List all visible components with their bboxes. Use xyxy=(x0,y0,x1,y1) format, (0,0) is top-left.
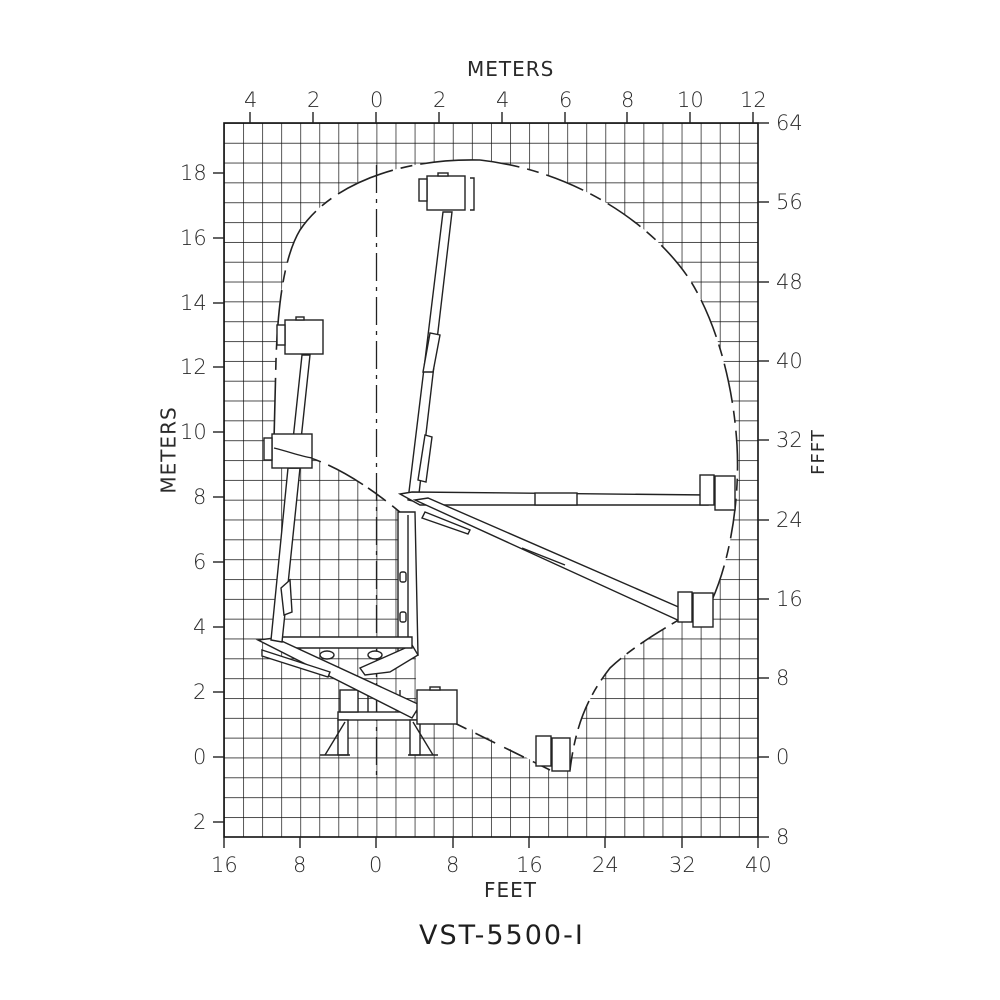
bottom-tick-label: 0 xyxy=(369,853,383,877)
top-tick-label: 4 xyxy=(244,88,258,112)
bottom-axis-title: FEET xyxy=(484,878,537,902)
right-tick-label: 56 xyxy=(776,190,803,214)
left-tick-label: 16 xyxy=(180,226,207,250)
model-title: VST-5500-I xyxy=(419,920,585,951)
left-tick-label: 0 xyxy=(193,745,207,769)
rear-bucket-high xyxy=(276,316,324,355)
bottom-tick-label: 8 xyxy=(293,853,307,877)
bottom-tick-label: 24 xyxy=(592,853,619,877)
right-tick-label: 24 xyxy=(776,508,803,532)
right-tick-label: 40 xyxy=(776,349,803,373)
upper-boom-horizontal xyxy=(397,491,709,506)
left-tick-label: 6 xyxy=(193,550,207,574)
rear-bucket-mid xyxy=(263,433,313,469)
bottom-tick-label: 32 xyxy=(669,853,696,877)
top-tick-label: 4 xyxy=(496,88,510,112)
right-tick-label: 16 xyxy=(776,587,803,611)
stowed-bucket xyxy=(416,686,458,725)
upper-boom-vertical xyxy=(407,211,453,503)
bottom-tick-label: 8 xyxy=(446,853,460,877)
bottom-tick-label: 16 xyxy=(211,853,238,877)
bottom-tick-label: 16 xyxy=(516,853,543,877)
top-tick-label: 12 xyxy=(740,88,767,112)
left-tick-label: 14 xyxy=(180,291,207,315)
left-tick-label: 10 xyxy=(180,420,207,444)
top-axis-title: METERS xyxy=(467,57,555,81)
top-tick-label: 6 xyxy=(559,88,573,112)
left-tick-label: 4 xyxy=(193,615,207,639)
turret xyxy=(279,511,419,676)
left-tick-label: 18 xyxy=(180,161,207,185)
right-tick-label: 8 xyxy=(776,666,790,690)
below-grade-bucket xyxy=(535,735,571,772)
right-axis-title: FFFT xyxy=(807,429,829,475)
working-envelope-fill xyxy=(274,159,738,770)
bottom-tick-label: 40 xyxy=(745,853,772,877)
top-tick-label: 2 xyxy=(307,88,321,112)
top-tick-label: 10 xyxy=(677,88,704,112)
left-axis-title: METERS xyxy=(156,406,181,494)
right-tick-label: 8 xyxy=(776,825,790,849)
right-tick-label: 64 xyxy=(776,111,803,135)
left-tick-label: 2 xyxy=(193,680,207,704)
horizontal-bucket xyxy=(699,474,736,511)
left-tick-label: 2 xyxy=(193,810,207,834)
top-tick-label: 0 xyxy=(370,88,384,112)
left-tick-label: 12 xyxy=(180,355,207,379)
right-tick-label: 32 xyxy=(776,428,803,452)
right-tick-label: 48 xyxy=(776,270,803,294)
top-bucket xyxy=(418,172,475,211)
top-tick-label: 2 xyxy=(433,88,447,112)
right-tick-label: 0 xyxy=(776,745,790,769)
axis-ticks xyxy=(213,112,769,848)
top-tick-label: 8 xyxy=(621,88,635,112)
left-tick-label: 8 xyxy=(193,485,207,509)
angled-bucket xyxy=(677,591,714,628)
